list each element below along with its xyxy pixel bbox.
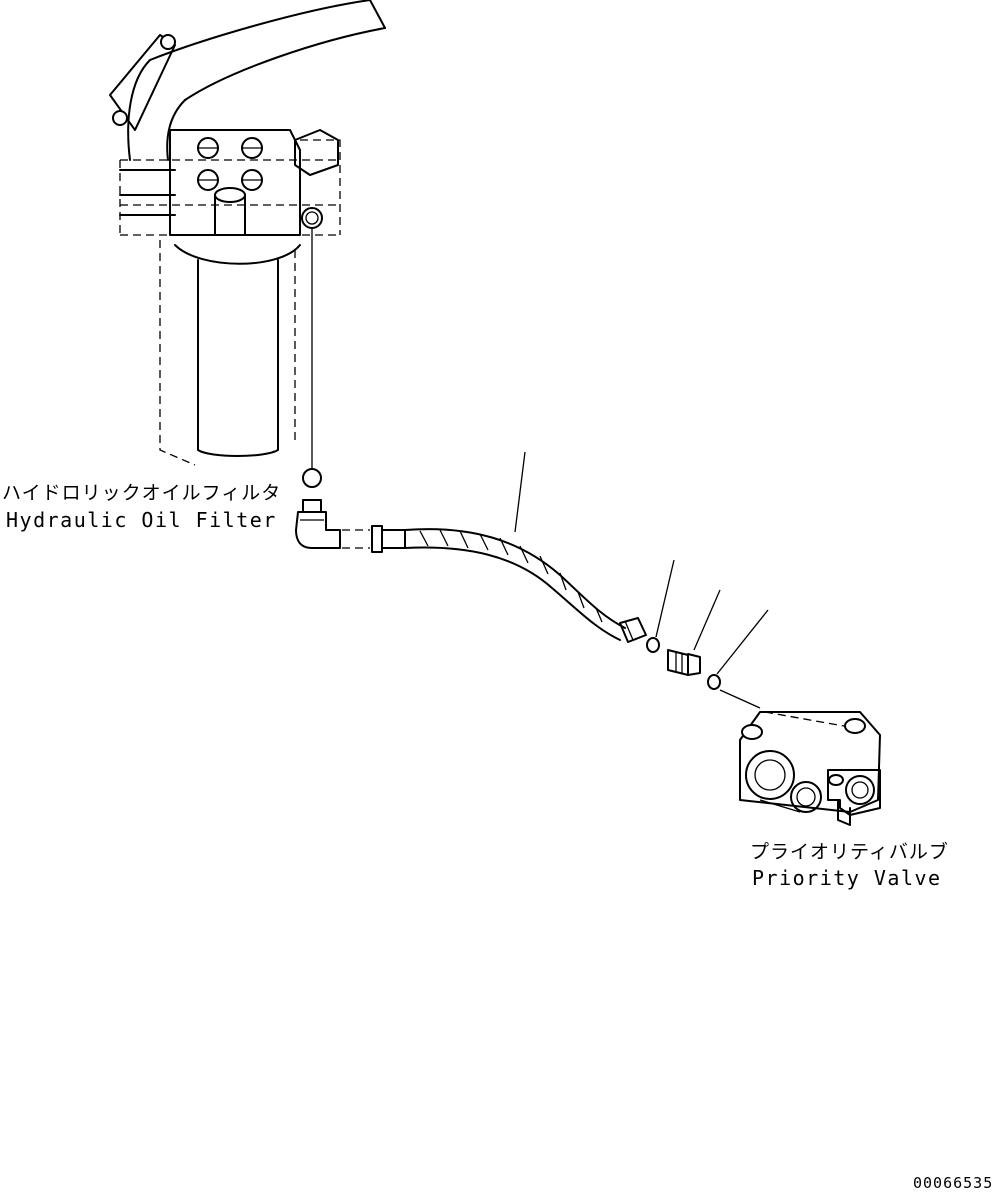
o-ring-filter-port (302, 468, 322, 488)
valve-label-en: Priority Valve (752, 866, 942, 890)
filter-label-en: Hydraulic Oil Filter (6, 508, 277, 532)
hydraulic-hose (371, 451, 647, 643)
priority-valve-drawing (739, 711, 881, 826)
valve-label-jp: プライオリティバルブ (750, 841, 949, 863)
o-ring-hose-side (646, 637, 660, 653)
o-ring-valve-side (707, 674, 721, 690)
filter-port-parts (295, 228, 370, 549)
drawing-number: 00066535 (913, 1174, 994, 1192)
connector-parts (646, 559, 769, 709)
filter-label-jp: ハイドロリックオイルフィルタ (2, 482, 282, 504)
hydraulic-oil-filter-drawing (109, 0, 386, 466)
